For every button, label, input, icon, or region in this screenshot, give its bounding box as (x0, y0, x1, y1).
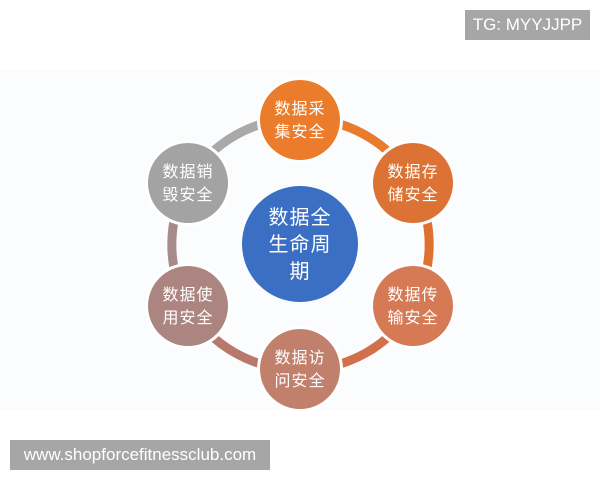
node-label: 数据使 用安全 (162, 285, 214, 327)
node-storage-security: 数据存 储安全 (373, 143, 453, 223)
node-label: 数据销 毁安全 (162, 162, 214, 204)
node-label: 数据访 问安全 (274, 348, 326, 390)
node-label: 数据存 储安全 (387, 162, 439, 204)
watermark-telegram: TG: MYYJJPP (465, 10, 590, 40)
node-access-security: 数据访 问安全 (260, 329, 340, 409)
node-usage-security: 数据使 用安全 (148, 266, 228, 346)
node-transfer-security: 数据传 输安全 (373, 266, 453, 346)
node-label: 数据采 集安全 (274, 99, 326, 141)
node-label: 数据传 输安全 (387, 285, 439, 327)
node-collection-security: 数据采 集安全 (260, 80, 340, 160)
center-node-data-lifecycle: 数据全 生命周 期 (242, 186, 358, 302)
watermark-website: www.shopforcefitnessclub.com (10, 440, 270, 470)
node-destruction-security: 数据销 毁安全 (148, 143, 228, 223)
center-node-label: 数据全 生命周 期 (268, 204, 332, 283)
